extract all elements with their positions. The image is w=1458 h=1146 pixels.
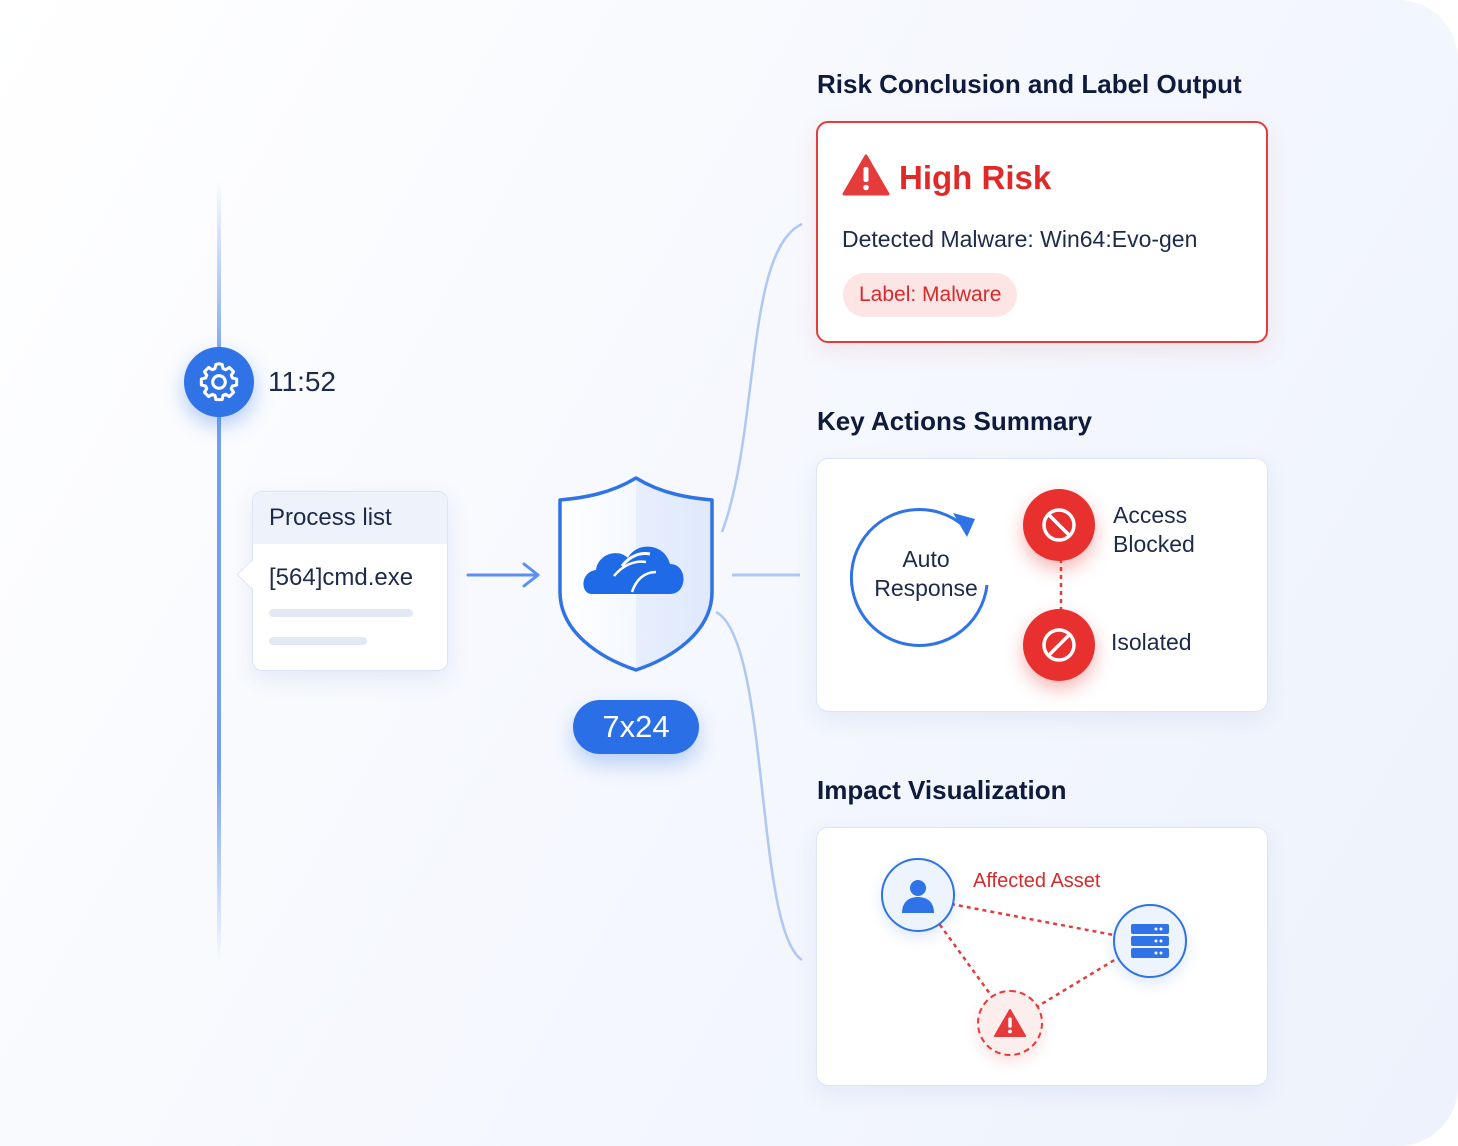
- prohibit-icon: [1042, 508, 1076, 542]
- access-blocked-label: Access Blocked: [1113, 501, 1195, 559]
- cycle-arrow-icon: [849, 507, 989, 647]
- user-icon: [902, 880, 934, 913]
- process-list-card[interactable]: Process list [564]cmd.exe: [252, 491, 448, 671]
- process-list-title: Process list: [253, 492, 447, 544]
- access-blocked-line1: Access: [1113, 502, 1188, 528]
- gear-icon: [199, 362, 239, 402]
- affected-asset-label: Affected Asset: [973, 870, 1101, 892]
- timeline-line: [217, 180, 221, 960]
- arrow-right-icon: [466, 562, 540, 588]
- timeline-time: 11:52: [268, 366, 336, 397]
- process-list-item: [564]cmd.exe: [269, 564, 414, 591]
- warning-icon: [842, 154, 890, 196]
- auto-response-label: Auto Response: [863, 545, 989, 603]
- isolated-node[interactable]: [1023, 609, 1095, 681]
- isolated-label: Isolated: [1111, 629, 1192, 655]
- actions-section-title: Key Actions Summary: [817, 406, 1093, 436]
- affected-node[interactable]: [977, 990, 1043, 1056]
- connector-to-risk: [720, 222, 803, 533]
- impact-links: [933, 902, 1122, 1010]
- user-node[interactable]: [881, 858, 955, 932]
- access-blocked-line2: Blocked: [1113, 531, 1195, 557]
- prohibit-icon: [1042, 628, 1076, 662]
- actions-card[interactable]: Auto Response Access Blocked Isolated: [816, 458, 1268, 712]
- access-blocked-node[interactable]: [1023, 489, 1095, 561]
- risk-level: High Risk: [899, 159, 1052, 196]
- auto-response-line1: Auto: [902, 546, 950, 572]
- shield-cloud-icon: [558, 476, 714, 672]
- server-node[interactable]: [1113, 904, 1187, 978]
- auto-response-line2: Response: [874, 575, 978, 601]
- server-icon: [1131, 924, 1169, 958]
- impact-card[interactable]: Affected Asset: [816, 827, 1268, 1086]
- placeholder-bar: [269, 609, 413, 617]
- risk-section-title: Risk Conclusion and Label Output: [817, 69, 1242, 99]
- detected-malware: Detected Malware: Win64:Evo-gen: [842, 226, 1198, 252]
- impact-section-title: Impact Visualization: [817, 775, 1067, 805]
- risk-label-pill: Label: Malware: [843, 273, 1018, 317]
- placeholder-bar: [269, 637, 367, 645]
- risk-card[interactable]: High Risk Detected Malware: Win64:Evo-ge…: [816, 121, 1268, 343]
- coverage-badge: 7x24: [573, 700, 699, 754]
- warning-icon: [993, 1009, 1027, 1037]
- timeline-gear-node[interactable]: [184, 347, 254, 417]
- connector-to-impact: [715, 610, 803, 962]
